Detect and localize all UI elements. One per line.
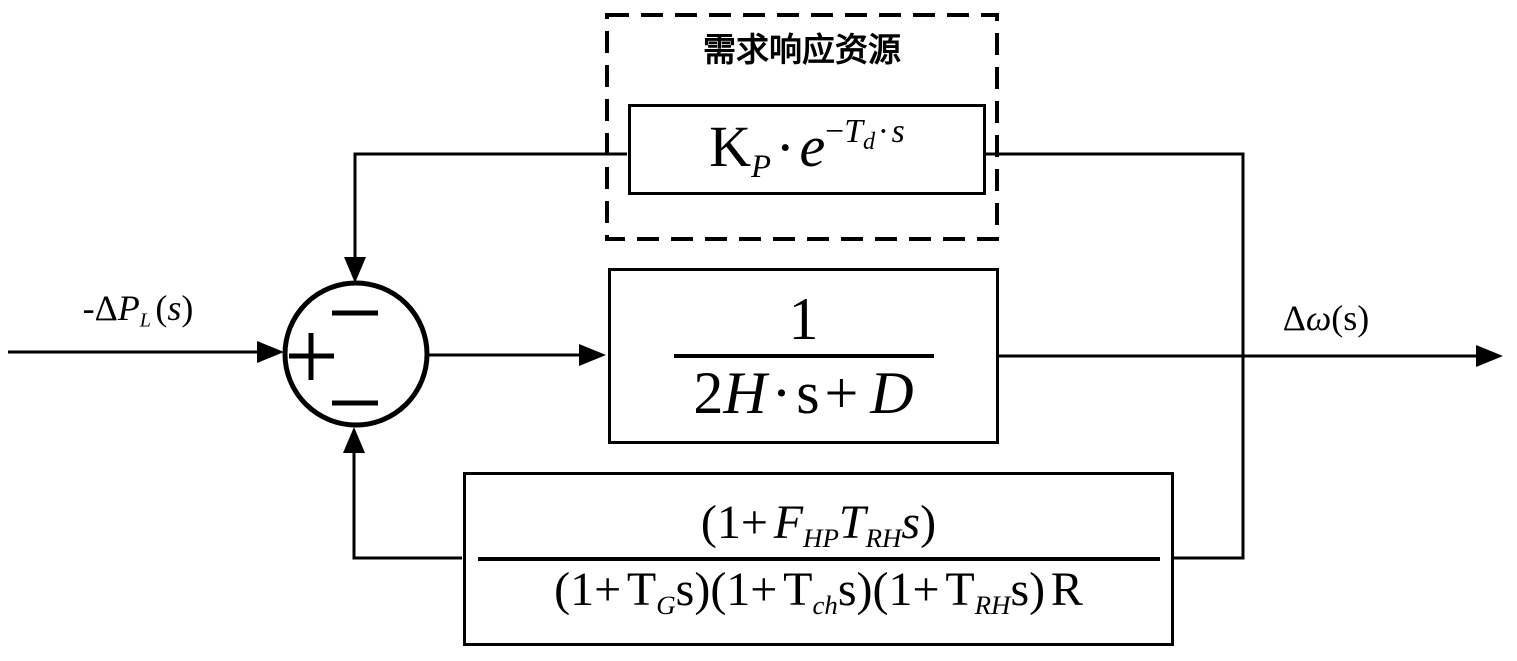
exp-T-sub: d: [862, 128, 876, 156]
output-delta: Δ: [1282, 298, 1306, 338]
dr-exp-base: e: [799, 114, 826, 180]
fb-t2-close: ): [856, 563, 873, 616]
input-signal-label: -ΔPL(s): [53, 288, 223, 332]
fb-t1-s: s: [675, 563, 695, 616]
governor-feedback-line: [352, 452, 462, 560]
exp-s: s: [891, 113, 905, 151]
input-arrowhead-icon: [257, 341, 284, 363]
demand-response-block: KP·e−Td·s: [628, 104, 986, 195]
exp-minus: −: [825, 113, 845, 151]
plant-D: D: [870, 360, 914, 426]
output-close-paren: ): [1357, 298, 1370, 338]
fb-F: F: [773, 496, 804, 550]
dr-gain: K: [709, 114, 752, 180]
summing-junction-circle: [282, 280, 430, 428]
governor-feedback-arrowhead-icon: [343, 427, 365, 453]
fb-num-open: (1+: [700, 496, 768, 550]
fb-t3-s: s: [1010, 563, 1030, 616]
fb-T: T: [838, 496, 866, 550]
dr-exponent: −Td·s: [825, 113, 905, 154]
sum-to-plant-arrowhead-icon: [579, 344, 606, 366]
dr-feedback-line: [353, 152, 627, 260]
fb-t1-open: (1+: [554, 563, 622, 616]
fb-t3-close: ): [1029, 563, 1046, 616]
plant-coef: 2: [693, 360, 724, 426]
input-close-paren: ): [181, 288, 194, 328]
output-open-paren: (: [1331, 298, 1344, 338]
output-signal-label: Δω(s): [1256, 298, 1396, 339]
dr-gain-sub: P: [751, 149, 771, 186]
plant-s: s: [796, 360, 820, 426]
fb-F-sub: HP: [803, 523, 839, 554]
output-arrowhead-icon: [1476, 345, 1503, 367]
fb-t2-sub: ch: [812, 589, 838, 620]
plant-numerator: 1: [788, 286, 819, 352]
exp-T: T: [844, 113, 863, 151]
input-var-sub: L: [139, 309, 152, 332]
output-s: s: [1343, 298, 1358, 338]
input-s: s: [167, 288, 182, 328]
fb-t3-sub: RH: [974, 589, 1011, 620]
output-omega: ω: [1305, 298, 1332, 338]
fb-t3-T: T: [945, 563, 975, 616]
branch-up-line: [986, 152, 1245, 356]
plant-denominator: 2H·s+D: [693, 363, 913, 423]
fb-t2-T: T: [783, 563, 813, 616]
branch-down-line: [1174, 356, 1245, 560]
governor-turbine-feedback-block: (1+FHPTRHs) (1+TGs)(1+Tchs)(1+TRHs)R: [463, 472, 1174, 646]
fb-R: R: [1050, 563, 1083, 616]
input-prefix: -Δ: [82, 288, 118, 328]
feedback-numerator: (1+FHPTRHs): [701, 499, 936, 552]
feedback-fraction-bar: [477, 557, 1160, 561]
fb-t2-open: (1+: [710, 563, 778, 616]
plant-fraction-bar: [673, 354, 934, 358]
fb-s: s: [901, 496, 921, 550]
plant-H: H: [723, 360, 767, 426]
fb-T-sub: RH: [865, 523, 902, 554]
dr-transfer-function: KP·e−Td·s: [709, 115, 905, 183]
feedback-denominator: (1+TGs)(1+Tchs)(1+TRHs)R: [554, 566, 1083, 619]
fb-num-close: ): [920, 496, 937, 550]
dot-operator: ·: [775, 114, 795, 180]
fb-t1-close: ): [694, 563, 711, 616]
fb-t1-T: T: [626, 563, 657, 616]
demand-response-title: 需求响应资源: [703, 31, 901, 68]
dr-feedback-arrowhead-icon: [344, 257, 366, 283]
dot-operator: ·: [771, 360, 792, 426]
plant-block: 1 2H·s+D: [608, 268, 999, 444]
fb-t2-s: s: [837, 563, 857, 616]
fb-t3-open: (1+: [872, 563, 940, 616]
plus-operator: +: [824, 360, 859, 426]
fb-t1-sub: G: [656, 589, 676, 620]
exp-dot: ·: [877, 113, 889, 151]
input-open-paren: (: [155, 288, 168, 328]
input-var: P: [117, 288, 140, 328]
